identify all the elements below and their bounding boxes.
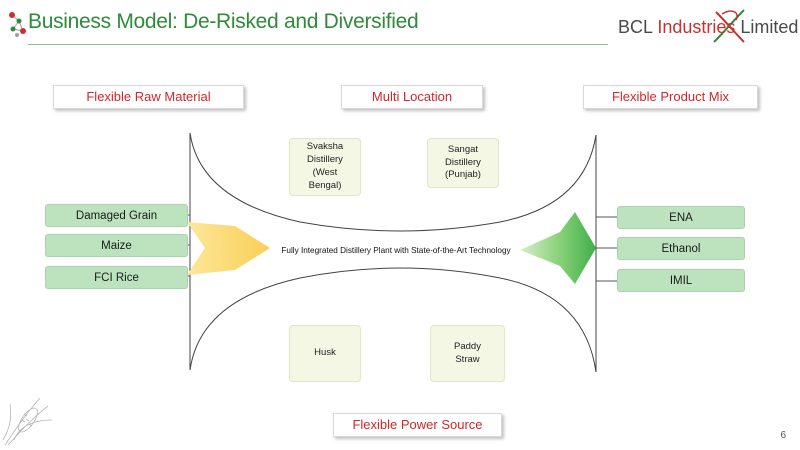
brand-swirl-icon — [713, 9, 745, 43]
power-source-husk: Husk — [289, 325, 361, 382]
product-ena: ENA — [617, 206, 745, 229]
header-flexible-product-mix: Flexible Product Mix — [583, 85, 758, 109]
page-number: 6 — [780, 430, 786, 441]
product-imil: IMIL — [617, 269, 745, 292]
raw-material-fci-rice: FCI Rice — [45, 266, 188, 289]
location-sangat-distillery: Sangat Distillery (Punjab) — [427, 138, 499, 188]
molecule-logo-icon — [9, 12, 26, 37]
header-multi-location: Multi Location — [341, 85, 483, 109]
brand-logo: BCL Industries Limited — [618, 9, 798, 46]
header-flexible-raw-material: Flexible Raw Material — [53, 85, 244, 109]
brand-name-industries: Industries — [657, 17, 736, 37]
power-source-paddy-straw: Paddy Straw — [430, 325, 505, 382]
output-arrow — [520, 212, 596, 284]
page-title: Business Model: De-Risked and Diversifie… — [28, 10, 419, 33]
lower-curve — [189, 267, 597, 373]
header-flexible-power-source: Flexible Power Source — [333, 413, 502, 437]
raw-material-maize: Maize — [45, 234, 188, 257]
location-svaksha-distillery: Svaksha Distillery (West Bengal) — [289, 138, 361, 196]
raw-material-damaged-grain: Damaged Grain — [45, 204, 188, 227]
brand-name-bcl: BCL — [618, 17, 658, 37]
brand-name-limited: Limited — [735, 17, 799, 37]
upper-curve — [189, 132, 597, 232]
product-ethanol: Ethanol — [617, 237, 745, 260]
corn-sketch-decoration — [2, 397, 53, 446]
input-arrow — [187, 222, 270, 275]
center-label: Fully Integrated Distillery Plant with S… — [281, 246, 511, 255]
title-divider — [28, 44, 608, 45]
